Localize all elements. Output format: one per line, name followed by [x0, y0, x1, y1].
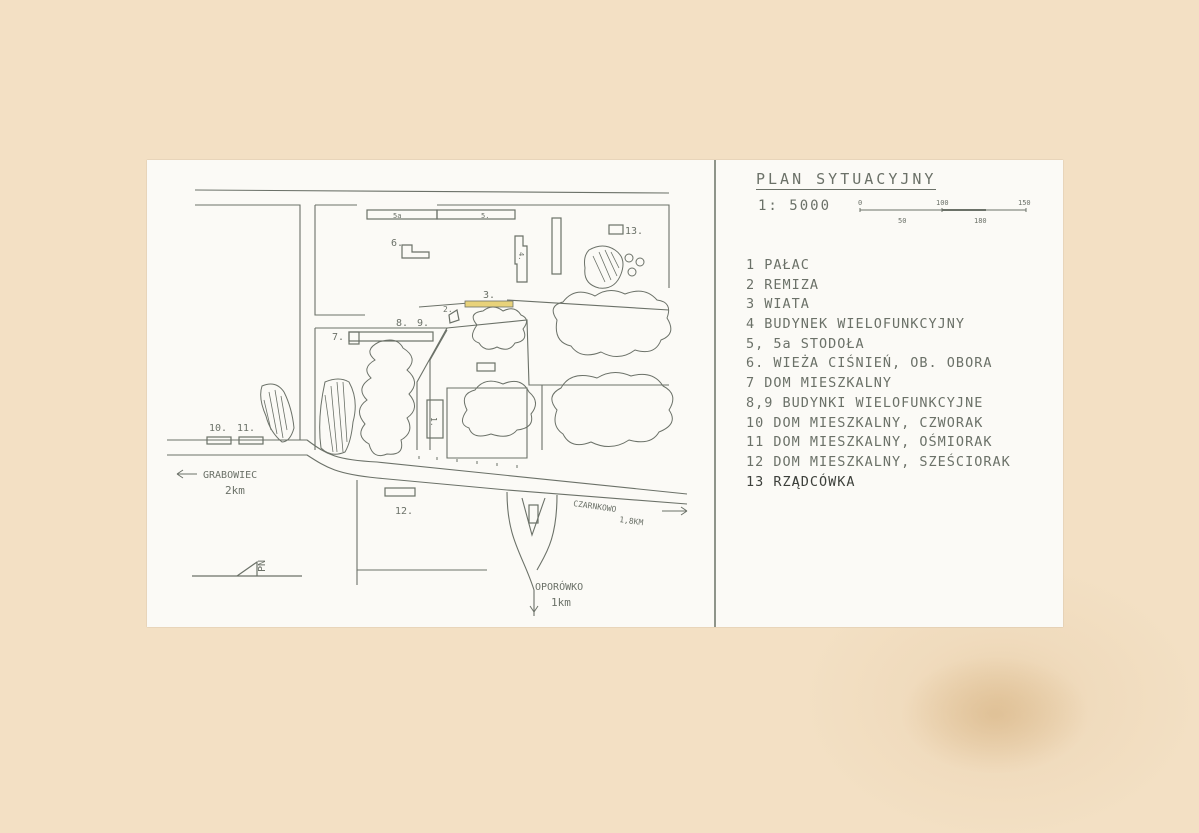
scale-tick-100: 100 — [936, 199, 949, 207]
tree-clump-2 — [552, 290, 672, 357]
road-label-oporowko-dist: 1km — [551, 596, 571, 609]
south-road-east — [536, 494, 558, 571]
label-building-13: 13. — [625, 226, 643, 237]
legend-item: 4 BUDYNEK WIELOFUNKCYJNY — [746, 316, 966, 333]
building-10 — [206, 436, 232, 445]
estate-boundary-left — [314, 205, 365, 316]
road-label-oporowko: OPORÓWKO — [535, 580, 583, 593]
road-label-grabowiec: GRABOWIEC — [203, 470, 257, 481]
building-1 — [426, 399, 444, 439]
label-building-8: 8. — [396, 318, 408, 329]
block-lower — [356, 480, 487, 571]
label-building-6: 6. — [391, 238, 403, 249]
building-4 — [514, 235, 528, 283]
legend-item: 13 RZĄDCÓWKA — [746, 473, 856, 490]
building-small-park — [476, 362, 496, 372]
site-map: PN GRABOWIEC 2km CZARNKOWO 1,8KM OPORÓWK… — [167, 189, 688, 616]
legend-item: 1 PAŁAC — [746, 257, 810, 273]
arrow-east — [662, 506, 688, 516]
building-5a — [366, 209, 438, 220]
building-12 — [384, 487, 416, 497]
path-diag — [429, 329, 448, 361]
scale-bar: 0 100 150 50 180 — [858, 199, 1031, 225]
label-building-9: 9. — [417, 318, 429, 329]
sheet-divider — [714, 160, 716, 627]
hatched-grove-north — [584, 245, 624, 289]
building-5 — [436, 209, 516, 220]
building-6 — [401, 244, 430, 259]
legend-panel: PLAN SYTUACYJNY 1: 5000 0 100 150 50 180… — [716, 160, 1063, 627]
legend-item: 11 DOM MIESZKALNY, OŚMIORAK — [746, 434, 993, 451]
arrow-west — [176, 469, 197, 479]
label-building-11: 11. — [237, 423, 255, 434]
label-building-5a: 5a — [393, 212, 401, 220]
legend-item: 8,9 BUDYNKI WIELOFUNKCYJNE — [746, 394, 984, 411]
hatched-grove-west — [319, 378, 356, 455]
label-building-3: 3. — [483, 290, 495, 301]
legend-item: 2 REMIZA — [746, 276, 820, 293]
legend-list: 1 PAŁAC 2 REMIZA 3 WIATA 4 BUDYNEK WIELO… — [746, 256, 1011, 492]
legend-item: 12 DOM MIESZKALNY, SZEŚCIORAK — [746, 453, 1011, 470]
roadside-marks — [418, 456, 518, 468]
label-building-2: 2. — [443, 305, 453, 314]
building-unnamed-north — [551, 217, 562, 275]
plan-title: PLAN SYTUACYJNY — [756, 170, 937, 190]
label-building-12: 12. — [395, 506, 413, 517]
park-plot — [446, 387, 528, 459]
road-label-czarnkowo: CZARNKOWO — [573, 499, 617, 514]
scale-tick-150: 150 — [1018, 199, 1031, 207]
tree-clump-1 — [472, 306, 527, 350]
hatch-grove-west — [324, 381, 348, 453]
legend-item: 3 WIATA — [746, 296, 810, 313]
building-13 — [608, 224, 624, 235]
scale-tick-180: 180 — [974, 217, 987, 225]
building-island — [528, 504, 539, 524]
scale-tick-50: 50 — [898, 217, 906, 225]
path-upper — [506, 299, 670, 311]
road-label-grabowiec-dist: 2km — [225, 484, 245, 497]
label-building-7: 7. — [332, 332, 344, 343]
main-road-south-edge — [167, 454, 688, 505]
label-building-5: 5. — [481, 212, 489, 220]
scale-tick-0: 0 — [858, 199, 862, 207]
legend-item: 10 DOM MIESZKALNY, CZWORAK — [746, 414, 984, 431]
path-mid — [418, 302, 470, 308]
tree-small-3 — [627, 267, 637, 277]
tree-small-2 — [635, 257, 645, 267]
building-3-highlight — [464, 300, 514, 308]
estate-boundary-right — [437, 204, 670, 288]
block-left — [195, 204, 301, 441]
tree-row-west — [359, 339, 415, 457]
tree-clump-3 — [462, 380, 536, 437]
label-building-4: 4. — [517, 252, 525, 260]
legend-item: 6. WIEŻA CIŚNIEŃ, OB. OBORA — [746, 355, 993, 372]
main-road-north-edge — [167, 439, 688, 495]
road-label-czarnkowo-dist: 1,8KM — [619, 515, 644, 527]
label-building-10: 10. — [209, 423, 227, 434]
water-stain — [900, 655, 1090, 775]
path-inner-left — [315, 327, 448, 450]
building-2 — [448, 309, 460, 324]
arrow-south — [529, 596, 539, 613]
plan-scale-ratio: 1: 5000 — [758, 198, 832, 214]
north-label: PN — [257, 560, 268, 572]
legend-item: 7 DOM MIESZKALNY — [746, 375, 893, 392]
tree-small-1 — [624, 253, 634, 263]
building-7 — [348, 331, 360, 345]
traffic-island — [521, 497, 546, 537]
north-arrow-head — [236, 560, 258, 577]
path-park-edge — [446, 319, 543, 450]
label-building-1: 1. — [429, 417, 438, 427]
road-top — [194, 189, 670, 194]
legend-item: 5, 5a STODOŁA — [746, 335, 865, 352]
hatch-grove-north — [592, 249, 620, 283]
hatched-grove-far-west — [260, 383, 295, 443]
tree-clump-4 — [551, 372, 674, 447]
scale-bar-fill — [942, 209, 986, 211]
hatch-grove-far-west — [263, 389, 288, 439]
south-road-west — [506, 491, 535, 616]
building-11 — [238, 436, 264, 445]
